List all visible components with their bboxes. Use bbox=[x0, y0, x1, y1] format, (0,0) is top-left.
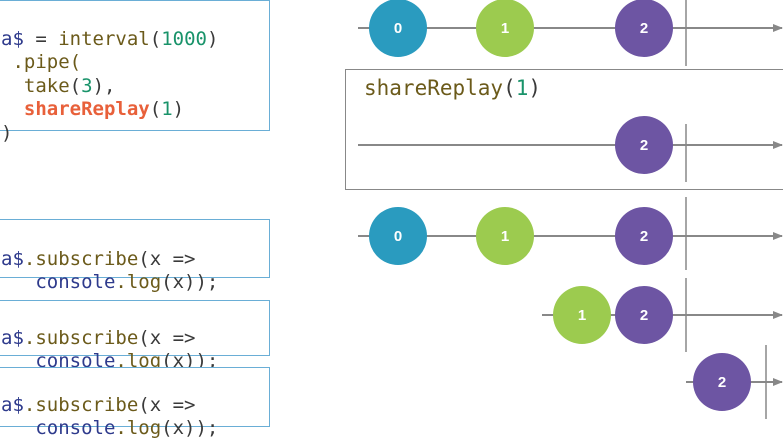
source-code-box: a$ = interval(1000) .pipe( take(3), shar… bbox=[0, 0, 270, 144]
subscriber-code-1: a$.subscribe(x => console.log(x)); bbox=[0, 220, 269, 295]
subscriber-code-box-1: a$.subscribe(x => console.log(x)); bbox=[0, 219, 270, 293]
marble-label: 1 bbox=[501, 20, 509, 37]
subscriber-code-2: a$.subscribe(x => console.log(x)); bbox=[0, 301, 269, 374]
code-line-2: .pipe( bbox=[1, 51, 82, 73]
marble-label: 2 bbox=[640, 20, 648, 37]
marble-label: 0 bbox=[394, 228, 402, 245]
marble-label: 2 bbox=[640, 228, 648, 245]
marble-label: 2 bbox=[640, 137, 648, 154]
marble-circle bbox=[693, 353, 751, 411]
operator-label: shareReplay(1) bbox=[364, 76, 542, 100]
marble-circle bbox=[553, 286, 611, 344]
marble-circle bbox=[615, 207, 673, 265]
subscribe-line: a$.subscribe(x => bbox=[1, 247, 196, 270]
console-log-line: console.log(x)); bbox=[35, 271, 219, 293]
marble-label: 2 bbox=[640, 307, 648, 324]
marble-circle bbox=[615, 0, 673, 57]
console-log-line: console.log(x)); bbox=[35, 350, 219, 372]
timeline-subscriber-1: 0 1 2 bbox=[358, 197, 783, 270]
marble-label: 1 bbox=[501, 228, 509, 245]
subscribe-line: a$.subscribe(x => bbox=[1, 326, 196, 349]
marble-circle bbox=[369, 0, 427, 57]
marble-circle bbox=[615, 286, 673, 344]
timeline-share-replay-output: 2 bbox=[358, 116, 783, 182]
subscribe-line: a$.subscribe(x => bbox=[1, 393, 196, 416]
marble-1: 1 bbox=[476, 0, 534, 57]
marble-label: 2 bbox=[718, 374, 726, 391]
timeline-subscriber-3: 2 bbox=[686, 345, 783, 419]
marble-2: 2 bbox=[693, 353, 751, 411]
code-line-4: shareReplay(1) bbox=[23, 98, 185, 120]
code-line-1: a$ = interval(1000) bbox=[1, 27, 219, 50]
marble-label: 1 bbox=[578, 307, 586, 324]
marble-2: 2 bbox=[615, 116, 673, 174]
marble-1: 1 bbox=[476, 207, 534, 265]
marble-0: 0 bbox=[369, 207, 427, 265]
marble-2: 2 bbox=[615, 286, 673, 344]
marble-circle bbox=[615, 116, 673, 174]
marble-circle bbox=[476, 0, 534, 57]
marble-2: 2 bbox=[615, 207, 673, 265]
code-line-3: take(3), bbox=[23, 74, 116, 97]
marble-circle bbox=[476, 207, 534, 265]
console-log-line: console.log(x)); bbox=[35, 417, 219, 439]
subscriber-code-box-2: a$.subscribe(x => console.log(x)); bbox=[0, 300, 270, 372]
source-code: a$ = interval(1000) .pipe( take(3), shar… bbox=[0, 1, 269, 145]
marble-1: 1 bbox=[553, 286, 611, 344]
code-line-5: ) bbox=[1, 121, 13, 144]
marble-2: 2 bbox=[615, 0, 673, 57]
operator-box: shareReplay(1) bbox=[345, 69, 783, 190]
marble-0: 0 bbox=[369, 0, 427, 57]
timeline-source: 0 1 2 bbox=[358, 0, 783, 66]
marble-circle bbox=[369, 207, 427, 265]
marble-label: 0 bbox=[394, 20, 402, 37]
